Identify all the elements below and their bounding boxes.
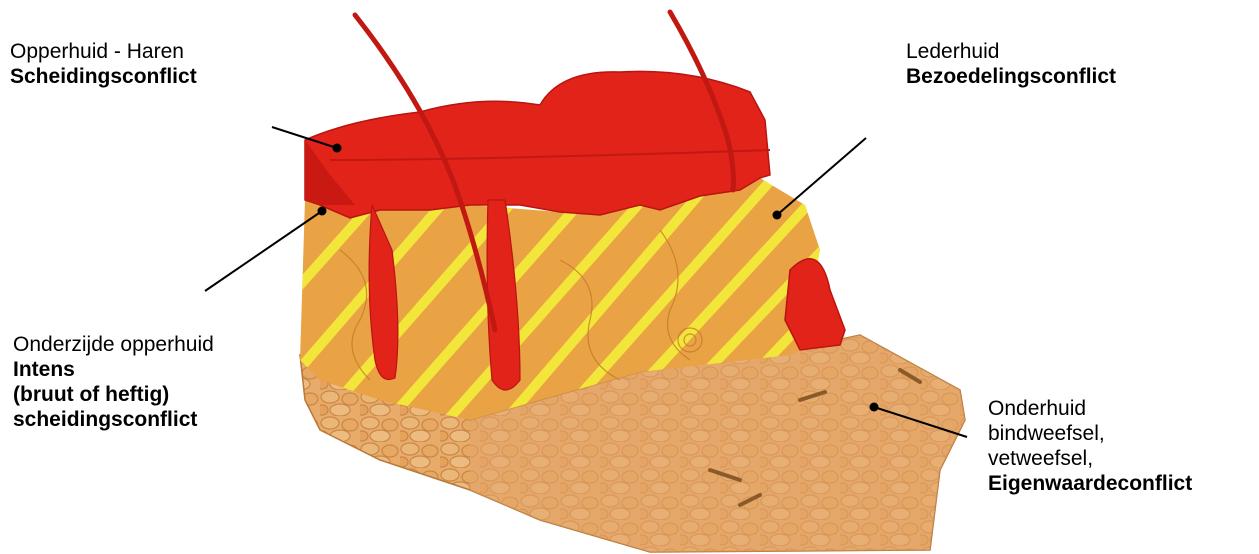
label-lower-epidermis-conflict: scheidingsconflict bbox=[13, 407, 214, 432]
label-subcutis-line2: bindweefsel, bbox=[988, 421, 1192, 446]
label-lower-epidermis: Onderzijde opperhuid Intens (bruut of he… bbox=[13, 332, 214, 432]
label-subcutis-line3: vetweefsel, bbox=[988, 446, 1192, 471]
label-epidermis-hair-title: Opperhuid - Haren bbox=[10, 39, 197, 64]
epidermis-layer bbox=[305, 71, 770, 218]
label-subcutis-conflict: Eigenwaardeconflict bbox=[988, 471, 1192, 496]
label-lower-epidermis-line3: (bruut of heftig) bbox=[13, 382, 214, 407]
label-epidermis-hair: Opperhuid - Haren Scheidingsconflict bbox=[10, 39, 197, 89]
label-dermis-conflict: Bezoedelingsconflict bbox=[906, 64, 1116, 89]
label-epidermis-hair-conflict: Scheidingsconflict bbox=[10, 64, 197, 89]
label-dermis-title: Lederhuid bbox=[906, 39, 1116, 64]
label-subcutis: Onderhuid bindweefsel, vetweefsel, Eigen… bbox=[988, 396, 1192, 496]
dermis-red-projection bbox=[785, 259, 845, 350]
label-dermis: Lederhuid Bezoedelingsconflict bbox=[906, 39, 1116, 89]
label-subcutis-title: Onderhuid bbox=[988, 396, 1192, 421]
label-lower-epidermis-title: Onderzijde opperhuid bbox=[13, 332, 214, 357]
label-lower-epidermis-line2: Intens bbox=[13, 357, 214, 382]
